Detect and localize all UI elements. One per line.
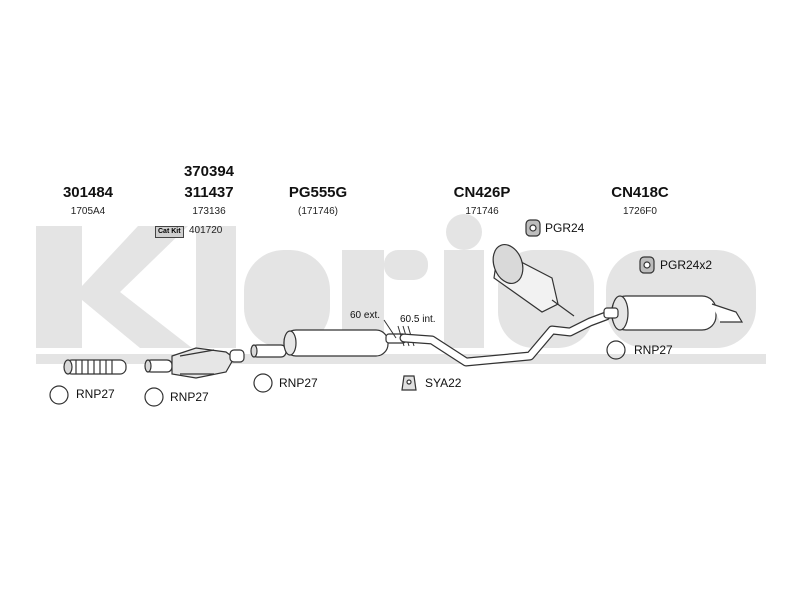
note-int-diameter: 60.5 int. [400, 314, 436, 325]
part-number-311437: 311437 [184, 184, 234, 201]
accessory-label-rnp27: RNP27 [634, 343, 673, 357]
ring-clamp-icon [144, 387, 164, 407]
part-CN426P-drawing [399, 244, 611, 367]
accessory-label-rnp27: RNP27 [279, 376, 318, 390]
accessory-label-sya22: SYA22 [425, 376, 462, 390]
part-number-PG555G: PG555G [288, 184, 348, 201]
part-number-CN426P: CN426P [453, 184, 511, 201]
catkit-ref-number: 401720 [189, 225, 223, 236]
part-number-301484: 301484 [62, 184, 114, 201]
part-PG555G-drawing [250, 329, 407, 358]
accessory-label-pgr24x2: PGR24x2 [660, 258, 713, 272]
accessory-label-rnp27: RNP27 [170, 390, 209, 404]
ref-number-171746: 171746 [465, 206, 499, 217]
hanger-icon [525, 219, 541, 237]
part-CN418C-drawing [603, 295, 744, 331]
part-311437-drawing [144, 347, 245, 379]
rubber-mount-icon [401, 375, 417, 391]
part-number-CN418C: CN418C [611, 184, 669, 201]
ring-clamp-icon [253, 373, 273, 393]
catkit-badge: Cat Kit [155, 226, 184, 238]
note-ext-diameter: 60 ext. [350, 310, 381, 321]
part-number-370394: 370394 [183, 163, 235, 180]
ref-number-1726F0: 1726F0 [623, 206, 657, 217]
ring-clamp-icon [49, 385, 69, 405]
ref-number-173136: 173136 [192, 206, 226, 217]
ring-clamp-icon [606, 340, 626, 360]
ref-number-1705A4: 1705A4 [70, 206, 106, 217]
hanger-icon [639, 256, 655, 274]
accessory-label-rnp27: RNP27 [76, 387, 115, 401]
ref-number-171746-paren: (171746) [297, 206, 339, 217]
part-301484-drawing [63, 359, 127, 375]
accessory-label-pgr24: PGR24 [545, 221, 585, 235]
